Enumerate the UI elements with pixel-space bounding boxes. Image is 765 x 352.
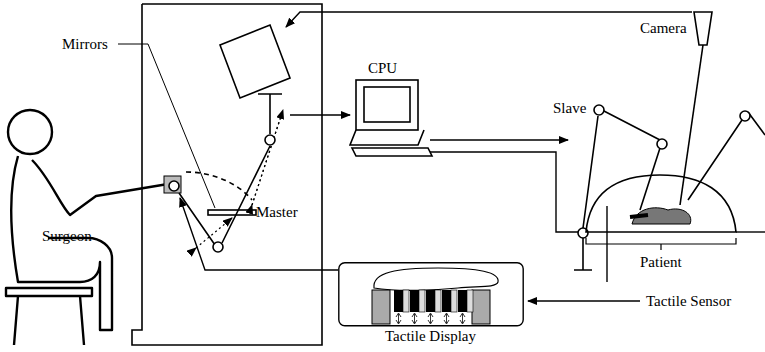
pin-guide — [451, 290, 457, 312]
patient-figure — [586, 175, 736, 250]
part-label: Slave — [553, 100, 586, 117]
pin-motion-arrow — [396, 313, 401, 324]
part-label: CPU — [368, 60, 397, 77]
pin-guide — [435, 290, 441, 312]
keyboard — [352, 148, 432, 156]
motion-arc — [186, 172, 252, 200]
surgeon-head — [8, 110, 52, 154]
arrow — [430, 139, 568, 140]
part-label: Surgeon — [42, 228, 92, 245]
pin — [394, 290, 403, 312]
pin-guide — [419, 290, 425, 312]
wire — [736, 231, 765, 232]
pin — [442, 290, 451, 312]
signal-lines — [180, 12, 765, 301]
part-label: Master — [256, 204, 298, 221]
pin-housing — [372, 290, 390, 324]
inset-border — [339, 263, 523, 326]
surgeon-figure — [6, 110, 168, 345]
console — [132, 4, 322, 345]
view-line — [252, 110, 283, 205]
master-arm — [169, 94, 282, 252]
monitor — [356, 80, 418, 130]
console-back — [141, 4, 143, 215]
master-handle — [164, 176, 181, 193]
master-base — [258, 94, 282, 134]
bracket — [586, 238, 736, 250]
surgeon-body — [11, 156, 112, 330]
pin — [458, 290, 467, 312]
surgeon-arm — [32, 160, 168, 215]
pin-motion-arrow — [412, 313, 417, 324]
mirror — [208, 210, 256, 215]
pin — [410, 290, 419, 312]
cpu-base — [350, 130, 424, 145]
slave-base — [574, 238, 592, 270]
part-label: Tactile Sensor — [646, 293, 731, 310]
camera — [694, 12, 712, 45]
inset-title: Tactile Display — [383, 328, 478, 345]
pin — [426, 290, 435, 312]
leader-line — [118, 44, 215, 208]
tactile-display-drawing — [338, 262, 524, 327]
joint — [594, 105, 604, 115]
joint — [169, 181, 179, 191]
cpu — [350, 80, 432, 156]
monitor-screen — [364, 87, 410, 122]
joint — [265, 135, 275, 145]
slave-robot — [574, 12, 765, 270]
joint — [213, 242, 223, 252]
pin-motion-arrow — [428, 313, 433, 324]
joint — [740, 111, 750, 121]
part-label: Camera — [640, 20, 687, 37]
patient-dome — [586, 175, 736, 232]
view-line — [252, 110, 283, 205]
arrow — [290, 114, 350, 115]
part-label: Patient — [640, 254, 682, 271]
pin-guide — [467, 290, 473, 312]
joint — [657, 139, 667, 149]
tactile-display-inset: Tactile Display — [338, 262, 524, 347]
pin-guide — [403, 290, 409, 312]
wire — [430, 152, 585, 232]
arrow — [180, 198, 338, 270]
stool — [6, 288, 92, 345]
pin-motion-arrow — [444, 313, 449, 324]
master-link — [179, 146, 270, 245]
pin-housing — [472, 290, 490, 324]
arrow — [528, 300, 640, 301]
part-label: Mirrors — [62, 36, 108, 53]
tactile-sensor — [630, 215, 648, 217]
pin-motion-arrow — [460, 313, 465, 324]
slave-link — [688, 112, 765, 200]
arrow — [286, 12, 692, 27]
console-frame — [132, 4, 322, 345]
finger — [374, 268, 498, 290]
display-screen — [220, 25, 290, 98]
